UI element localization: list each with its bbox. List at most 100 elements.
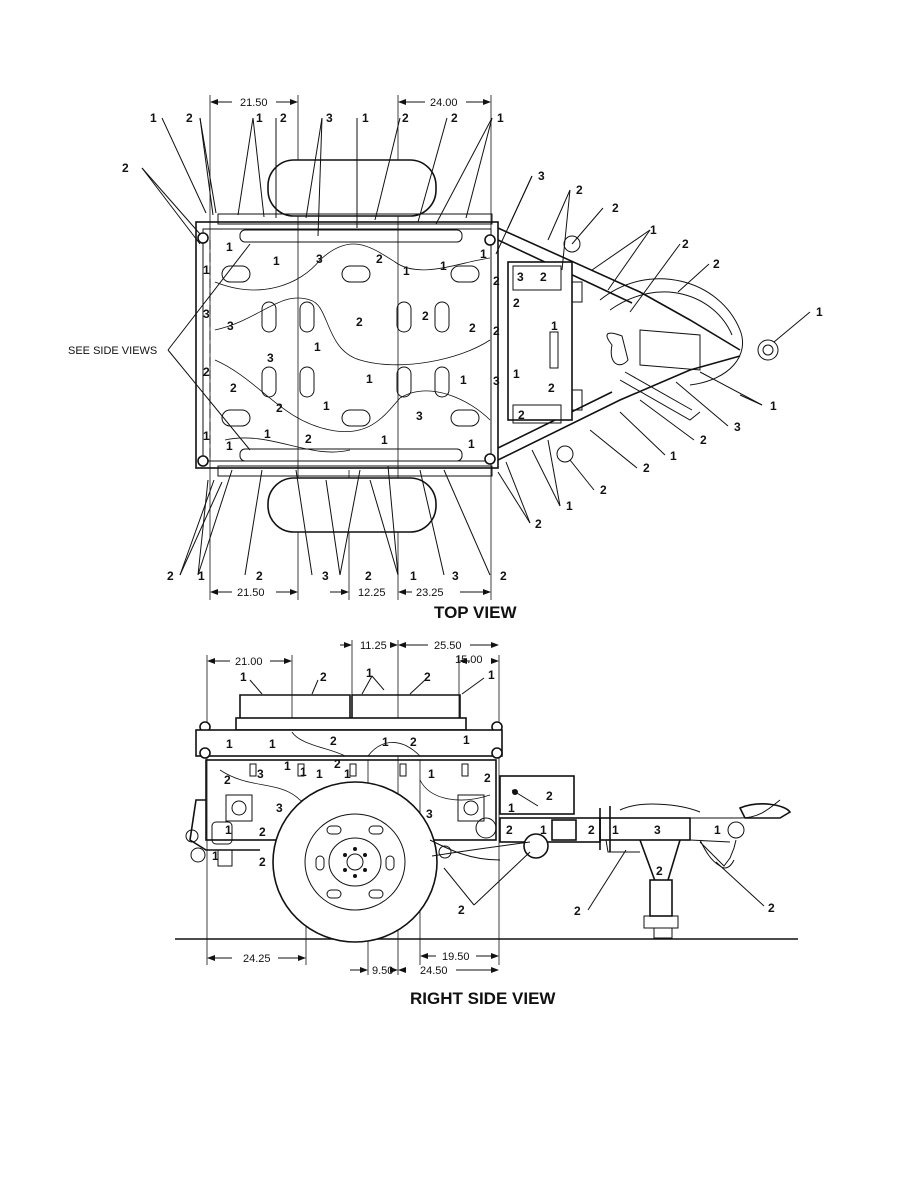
top-zone-label: 3	[316, 252, 323, 266]
top-callout-number: 2	[713, 257, 720, 271]
top-zone-label: 2	[493, 274, 500, 288]
top-zone-label: 1	[226, 240, 233, 254]
top-dim-line-left	[210, 99, 298, 105]
top-zone-label: 1	[314, 340, 321, 354]
see-side-views-note: SEE SIDE VIEWS	[68, 345, 157, 357]
top-zone-label: 1	[264, 427, 271, 441]
side-callout-number: 2	[574, 904, 581, 918]
top-zone-label: 1	[366, 372, 373, 386]
side-zone-label: 1	[225, 823, 232, 837]
top-callout-number: 1	[566, 499, 573, 513]
top-zone-label: 1	[203, 263, 210, 277]
top-callout-number: 2	[122, 161, 129, 175]
top-zone-label: 2	[376, 252, 383, 266]
side-wheel	[272, 781, 438, 943]
side-zone-label: 2	[484, 771, 491, 785]
top-zone-label: 2	[548, 381, 555, 395]
top-zone-label: 2	[276, 401, 283, 415]
top-zone-label: 1	[381, 433, 388, 447]
top-dim-21-50-bottom: 21.50	[237, 587, 265, 599]
side-zone-label: 1	[612, 823, 619, 837]
side-dim-9-50: 9.50	[372, 965, 393, 977]
side-dim-15-00: 15.00	[455, 654, 483, 666]
side-zone-label: 1	[428, 767, 435, 781]
top-zone-label: 2	[513, 296, 520, 310]
top-zone-label: 1	[460, 373, 467, 387]
top-callout-number: 2	[535, 517, 542, 531]
top-callout-number: 1	[198, 569, 205, 583]
top-zone-label: 1	[323, 399, 330, 413]
top-zone-labels: 1 3 2 1 1 1 1 1 3 3 2 2 2 1 3 2 2 1 1 2 …	[203, 240, 558, 453]
side-dim-19-50: 19.50	[442, 951, 470, 963]
top-dim-12-25: 12.25	[358, 587, 386, 599]
top-callout-number: 1	[256, 111, 263, 125]
side-callout-number: 2	[320, 670, 327, 684]
top-slots	[221, 265, 480, 427]
side-callout-number: 2	[458, 903, 465, 917]
side-zone-label: 2	[224, 773, 231, 787]
right-side-view-caption: RIGHT SIDE VIEW	[410, 989, 556, 1008]
side-callout-number: 2	[768, 901, 775, 915]
top-callout-number: 2	[256, 569, 263, 583]
top-zone-label: 2	[356, 315, 363, 329]
top-zone-label: 3	[203, 307, 210, 321]
side-callouts	[249, 675, 765, 911]
top-zone-label: 2	[469, 321, 476, 335]
top-drawbar	[497, 227, 779, 463]
top-zone-label: 1	[480, 247, 487, 261]
top-zone-label: 3	[267, 351, 274, 365]
top-zone-label: 3	[493, 374, 500, 388]
top-zone-label: 1	[468, 437, 475, 451]
top-dim-23-25: 23.25	[416, 587, 444, 599]
top-callout-number: 1	[497, 111, 504, 125]
side-zone-label: 1	[714, 823, 721, 837]
side-zone-label: 2	[334, 757, 341, 771]
top-callout-number: 1	[362, 111, 369, 125]
top-callouts	[141, 117, 811, 576]
side-zone-label: 2	[259, 825, 266, 839]
top-zone-label: 2	[305, 432, 312, 446]
side-dim-25-50: 25.50	[434, 640, 462, 652]
top-callout-number: 2	[700, 433, 707, 447]
top-zone-label: 2	[493, 324, 500, 338]
top-zone-label: 1	[226, 439, 233, 453]
side-zone-label: 3	[257, 767, 264, 781]
top-callout-number: 3	[452, 569, 459, 583]
top-zone-label: 2	[203, 365, 210, 379]
side-zone-label: 2	[506, 823, 513, 837]
top-zone-label: 1	[513, 367, 520, 381]
side-zone-label: 1	[226, 737, 233, 751]
top-view: 21.50 24.00 21.50 12.25 23.25	[68, 95, 823, 622]
side-zone-label: 1	[540, 823, 547, 837]
side-zone-label: 1	[284, 759, 291, 773]
top-callout-number: 2	[365, 569, 372, 583]
side-zone-label: 1	[508, 801, 515, 815]
top-callout-number: 1	[670, 449, 677, 463]
side-callout-number: 1	[240, 670, 247, 684]
top-callout-number: 1	[410, 569, 417, 583]
side-callout-number: 1	[366, 666, 373, 680]
top-tank-lower	[267, 477, 437, 533]
top-callout-number: 3	[538, 169, 545, 183]
side-drawbar	[431, 775, 792, 939]
top-callout-number: 2	[576, 183, 583, 197]
side-zone-label: 1	[300, 765, 307, 779]
side-zone-label: 3	[426, 807, 433, 821]
top-zone-label: 1	[403, 264, 410, 278]
top-tank-upper	[267, 159, 437, 217]
top-zone-label: 1	[273, 254, 280, 268]
top-zone-label: 1	[551, 319, 558, 333]
top-zone-label: 2	[518, 408, 525, 422]
side-zone-label: 2	[546, 789, 553, 803]
top-callout-number: 3	[734, 420, 741, 434]
side-dim-11-25: 11.25	[360, 640, 387, 652]
top-callout-number: 2	[402, 111, 409, 125]
side-zone-labels: 1 1 2 1 2 1 3 1 1 1 2 1 1 2 3 3 1 2 1 2 …	[212, 733, 721, 878]
top-callout-number: 2	[280, 111, 287, 125]
side-zone-label: 1	[463, 733, 470, 747]
right-side-view: 21.00 11.25 25.50 15.00 24.25 19.50 9.50	[175, 640, 798, 1008]
side-dim-24-50: 24.50	[420, 965, 448, 977]
side-dim-24-25: 24.25	[243, 953, 271, 965]
top-callout-number: 2	[682, 237, 689, 251]
side-zone-label: 2	[410, 735, 417, 749]
